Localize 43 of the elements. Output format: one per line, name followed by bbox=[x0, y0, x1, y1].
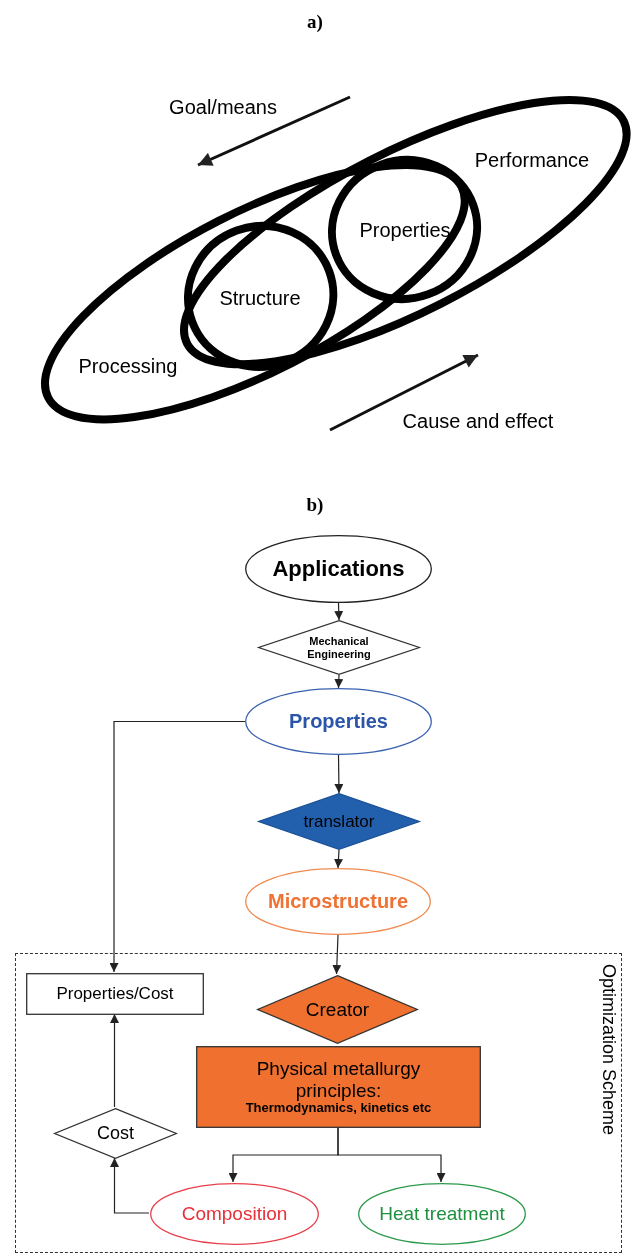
dashed-group-box bbox=[15, 953, 622, 1253]
direction-label: Cause and effect bbox=[402, 409, 554, 433]
decision-diamond bbox=[54, 1108, 177, 1159]
node-text: Performance bbox=[474, 148, 590, 172]
node-text: Thermodynamics, kinetics etc bbox=[245, 1101, 432, 1117]
arrow bbox=[110, 1013, 119, 1108]
node-text: Processing bbox=[78, 354, 178, 378]
panel-label: a) bbox=[307, 11, 323, 33]
process-box bbox=[196, 1046, 481, 1128]
decision-diamond bbox=[258, 620, 420, 675]
direction-label: Goal/means bbox=[169, 95, 277, 119]
arrow bbox=[334, 849, 343, 869]
ellipse-node bbox=[245, 868, 431, 935]
process-box bbox=[26, 973, 204, 1015]
arrow bbox=[334, 754, 344, 794]
node-text: Mechanical Engineering bbox=[306, 634, 372, 661]
arrow bbox=[334, 602, 344, 621]
ellipse-node bbox=[245, 535, 432, 603]
node-text: Optimization Scheme bbox=[598, 964, 619, 1136]
ellipse-node bbox=[245, 688, 432, 755]
node-text: Composition bbox=[181, 1203, 288, 1225]
ellipse-node bbox=[150, 1183, 319, 1245]
node-text: Heat treatment bbox=[379, 1203, 505, 1225]
arrow bbox=[110, 1157, 150, 1214]
panel-label: b) bbox=[306, 494, 324, 516]
decision-diamond bbox=[258, 793, 420, 850]
arrow bbox=[109, 720, 246, 973]
node-text: Microstructure bbox=[268, 890, 408, 913]
ellipse-outline bbox=[184, 221, 338, 371]
arrow bbox=[332, 934, 342, 975]
node-text: Creator bbox=[305, 998, 370, 1021]
node-text: Properties bbox=[289, 710, 388, 733]
node-text: Applications bbox=[272, 556, 405, 582]
arrow bbox=[337, 1126, 446, 1183]
node-text: Properties bbox=[359, 218, 451, 242]
ellipse-node bbox=[358, 1183, 526, 1245]
node-text: Properties/Cost bbox=[56, 984, 174, 1004]
node-text: Physical metallurgy principles: bbox=[255, 1057, 422, 1102]
node-text: Structure bbox=[219, 286, 301, 310]
arrow bbox=[334, 674, 344, 689]
node-text: Cost bbox=[97, 1123, 134, 1144]
node-text: translator bbox=[303, 811, 375, 832]
decision-diamond bbox=[257, 975, 418, 1044]
